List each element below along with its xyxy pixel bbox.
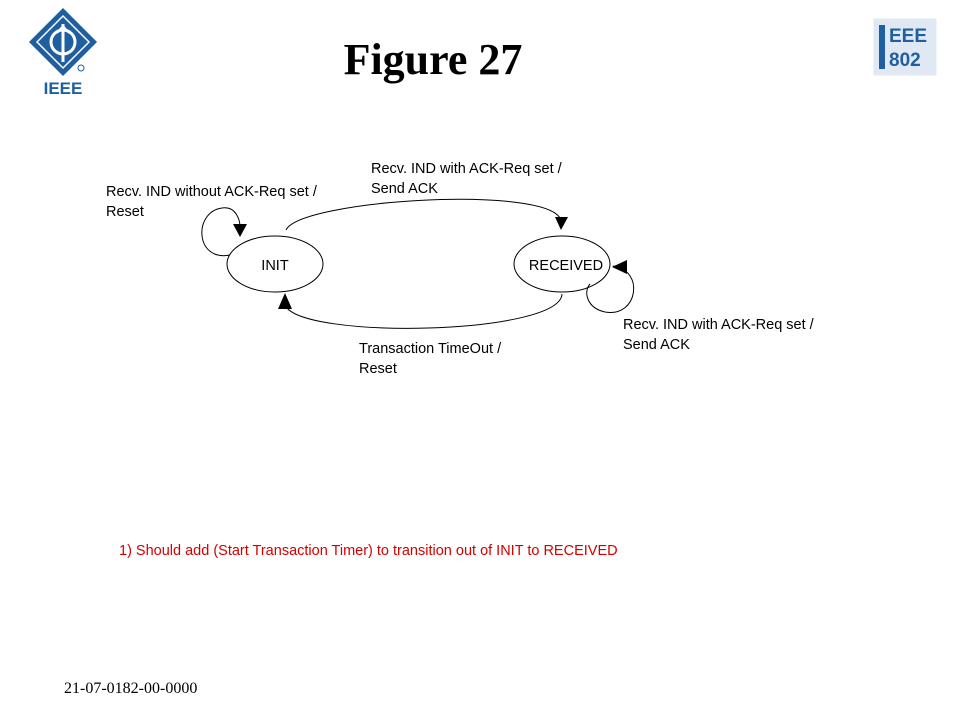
ieee-802-logo-top: EEE [889,26,927,47]
state-received-label: RECEIVED [529,258,603,274]
ieee-logo-text: IEEE [44,79,83,98]
ieee-802-logo-bottom: 802 [889,50,921,71]
annotation-note: 1) Should add (Start Transaction Timer) … [119,543,618,559]
transition-init-to-received-arc [285,198,561,231]
transition-init-to-received-label: Recv. IND with ACK-Req set / Send ACK [371,161,562,197]
state-init-label: INIT [261,258,289,274]
ieee-logo: IEEE [26,6,102,103]
transition-received-self-loop [586,265,635,313]
arrowhead-received-self [612,260,627,274]
page-title: Figure 27 [343,35,523,84]
transition-received-to-init-arc [284,293,563,329]
transition-received-to-init-label: Transaction TimeOut / Reset [359,341,502,377]
transition-init-self-label: Recv. IND without ACK-Req set / Reset [106,184,317,220]
arrowhead-into-init [278,293,292,309]
arrowhead-init-self [233,224,247,237]
transition-init-self-loop [201,207,241,257]
ieee-802-logo: EEE 802 [873,18,937,81]
state-received-node [513,235,611,293]
transition-received-self-label: Recv. IND with ACK-Req set / Send ACK [623,317,814,353]
arrowhead-into-received [555,217,568,230]
document-number: 21-07-0182-00-0000 [64,680,198,697]
state-init-node [226,235,324,293]
